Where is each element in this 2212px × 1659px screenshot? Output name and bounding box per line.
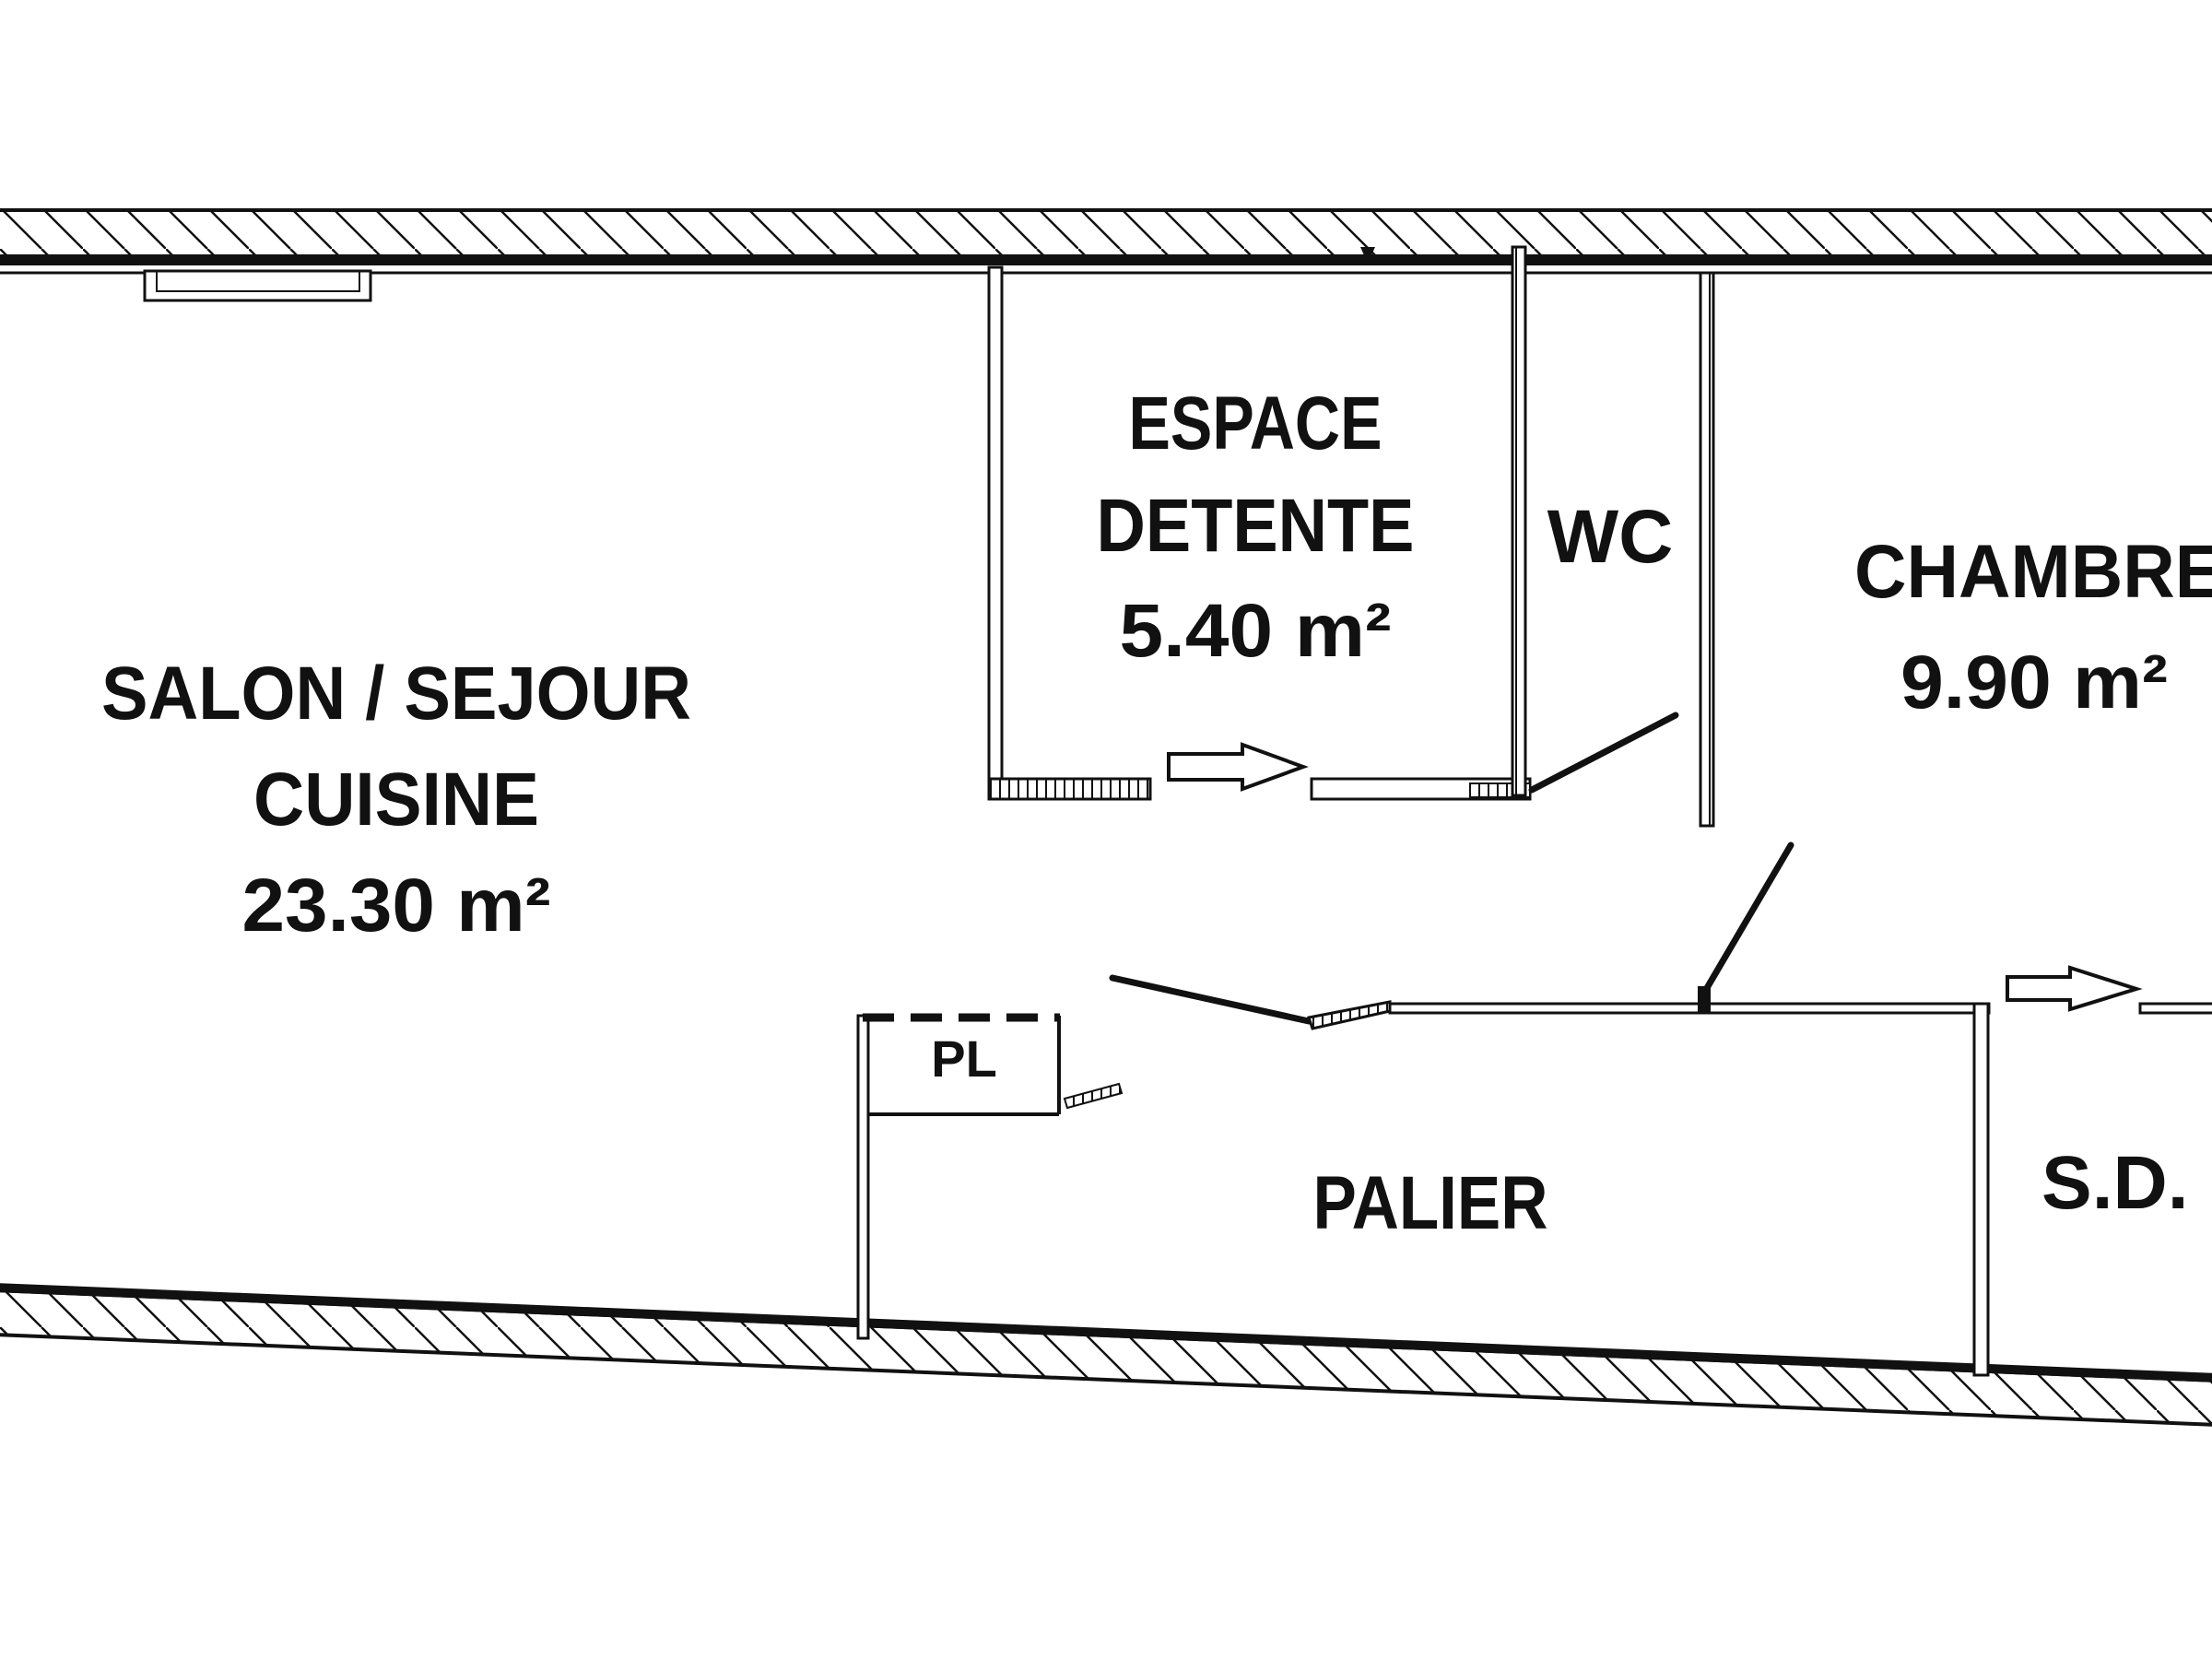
room-name-line2: DETENTE: [1097, 484, 1415, 568]
room-name: SALON / SEJOUR: [101, 652, 691, 735]
chambre-door[interactable]: [1703, 841, 1794, 992]
wall-cabinet: [143, 269, 372, 302]
arrow-right-icon: [2006, 965, 2143, 1012]
room-area: 5.40 m²: [1120, 589, 1392, 673]
room-area: 9.90 m²: [1900, 641, 2168, 724]
room-sdb: S.D.: [2041, 1141, 2188, 1225]
wc-door[interactable]: [1528, 712, 1679, 794]
espace-detente-walls: [987, 245, 1532, 801]
room-name: CHAMBRE: [1854, 530, 2212, 614]
room-wc: WC: [1547, 495, 1674, 579]
palier-walls: [856, 986, 2212, 1377]
room-area: 23.30 m²: [242, 864, 551, 947]
room-palier: PALIER: [1313, 1161, 1548, 1245]
room-placard: PL: [931, 1030, 997, 1088]
wc-right-wall: [1699, 271, 1715, 828]
top-exterior-wall: [0, 208, 2212, 275]
arrow-right-icon: [1167, 742, 1309, 792]
room-chambre: CHAMBRE 9.90 m²: [1854, 530, 2212, 724]
room-name-line2: CUISINE: [253, 758, 539, 841]
room-espace-detente: ESPACE DETENTE 5.40 m²: [1097, 382, 1415, 673]
room-name: ESPACE: [1129, 382, 1382, 465]
room-salon-sejour: SALON / SEJOUR CUISINE 23.30 m²: [101, 652, 691, 947]
bottom-exterior-wall: [0, 1283, 2212, 1427]
palier-door[interactable]: [1109, 974, 1312, 1025]
